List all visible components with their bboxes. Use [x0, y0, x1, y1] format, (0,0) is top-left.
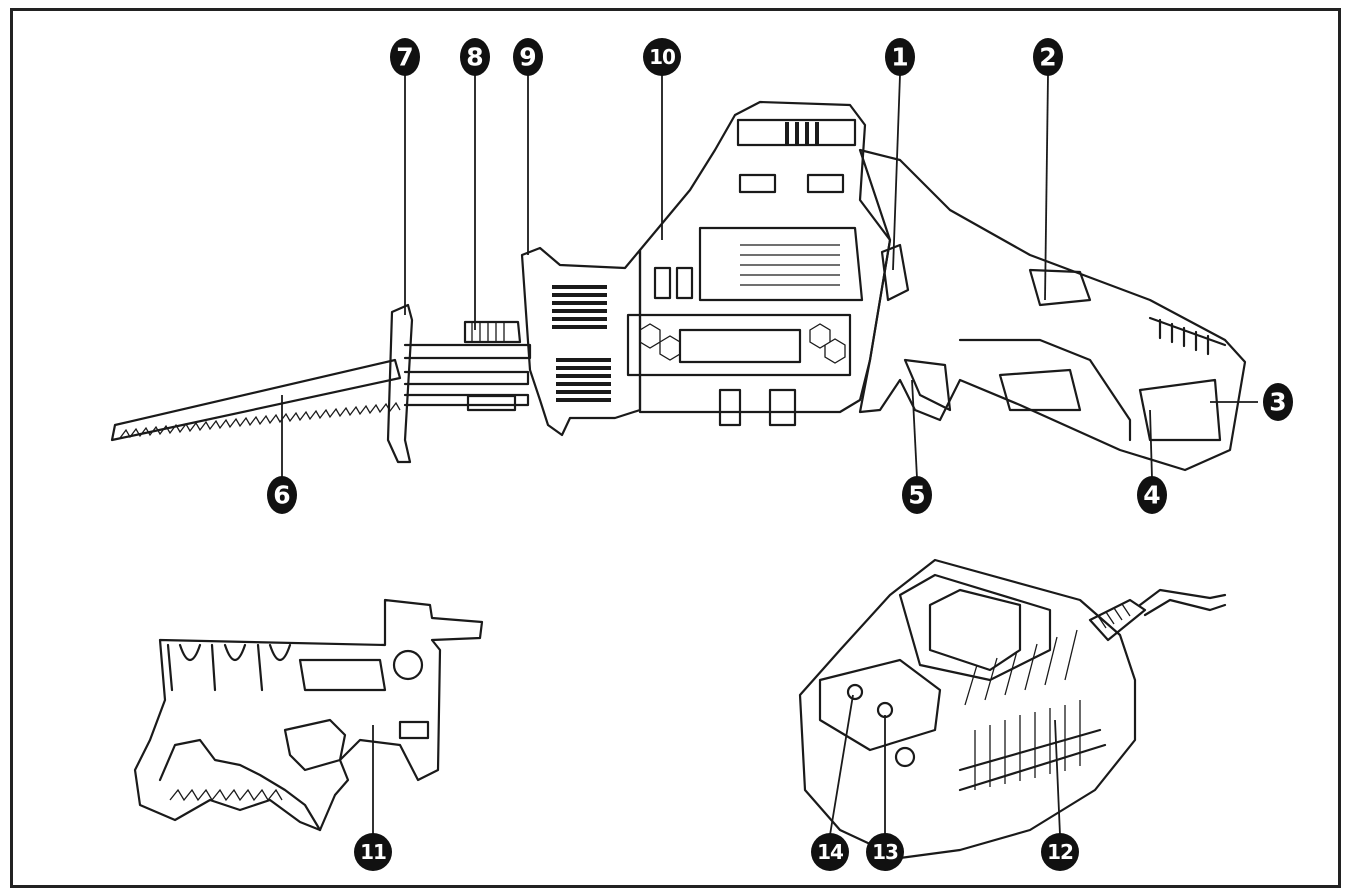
callout-9-label: 9 — [519, 43, 536, 72]
callout-8: 8 — [460, 38, 490, 76]
callout-3: 3 — [1263, 383, 1293, 421]
callout-1: 1 — [885, 38, 915, 76]
charger — [798, 558, 1227, 860]
front-nose — [520, 246, 642, 437]
callout-10-label: 10 — [649, 45, 675, 69]
callout-11-label: 11 — [360, 840, 386, 864]
callout-6: 6 — [267, 476, 297, 514]
callout-4-label: 4 — [1143, 481, 1160, 510]
callout-13-label: 13 — [872, 840, 898, 864]
blade-clamp — [463, 320, 522, 412]
leader-5 — [911, 379, 918, 479]
saw-shoe — [386, 303, 532, 464]
callout-11: 11 — [354, 833, 392, 871]
leader-lines — [281, 74, 1258, 836]
leader-14 — [829, 694, 854, 836]
handle — [858, 148, 1247, 472]
callout-13: 13 — [866, 833, 904, 871]
leader-12 — [1054, 719, 1061, 836]
callout-2: 2 — [1033, 38, 1063, 76]
callout-12: 12 — [1041, 833, 1079, 871]
leader-4 — [1149, 409, 1153, 479]
reciprocating-saw — [110, 100, 1247, 472]
leader-1 — [892, 74, 901, 271]
callout-7: 7 — [390, 38, 420, 76]
motor-housing — [626, 100, 892, 427]
callout-12-label: 12 — [1047, 840, 1073, 864]
callout-5-label: 5 — [908, 481, 925, 510]
callout-1-label: 1 — [891, 43, 908, 72]
diagram-frame — [10, 8, 1341, 888]
callout-8-label: 8 — [466, 43, 483, 72]
callout-10: 10 — [643, 38, 681, 76]
callout-2-label: 2 — [1039, 43, 1056, 72]
callout-4: 4 — [1137, 476, 1167, 514]
callout-3-label: 3 — [1269, 388, 1286, 417]
callout-5: 5 — [902, 476, 932, 514]
callout-6-label: 6 — [273, 481, 290, 510]
callout-14: 14 — [811, 833, 849, 871]
callout-14-label: 14 — [817, 840, 843, 864]
leader-2 — [1044, 74, 1049, 301]
callout-7-label: 7 — [396, 43, 413, 72]
clamp-accessory — [133, 598, 484, 832]
callout-9: 9 — [513, 38, 543, 76]
saw-blade — [110, 358, 402, 442]
